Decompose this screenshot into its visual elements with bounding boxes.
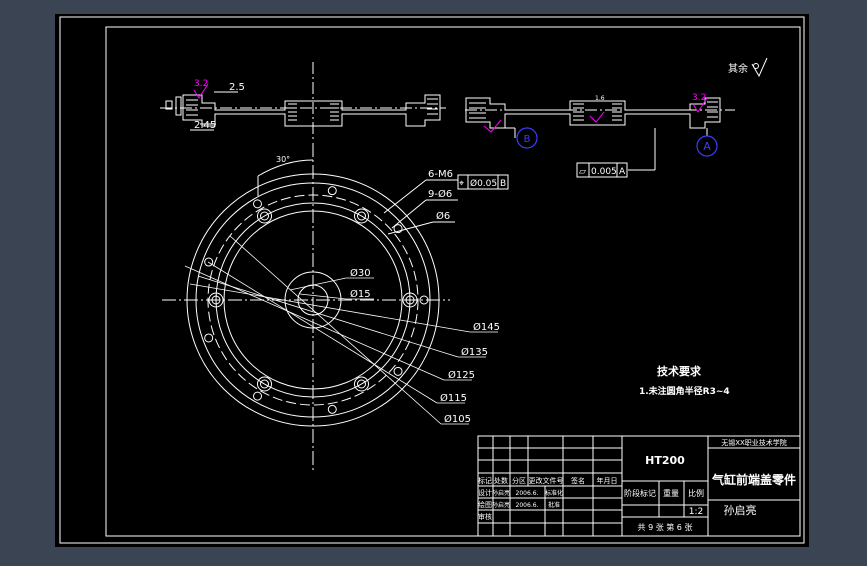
dimension-leader (189, 283, 471, 333)
tech-req-title: 技术要求 (657, 364, 702, 378)
school-name: 无锡XX职业技术学院 (721, 438, 787, 447)
outer-hole (253, 391, 262, 401)
outer-holes (204, 186, 429, 414)
row-check-date: 2006.6. (516, 502, 539, 509)
surface-finish-note: 其余 (728, 62, 748, 75)
hdr-doc: 更改文件号 (529, 476, 564, 485)
inner-hole-outer (208, 292, 224, 308)
datum-a-marker: A (696, 135, 718, 157)
svg-text:A: A (703, 140, 711, 153)
material: HT200 (645, 454, 685, 467)
inner-hole-outer (354, 376, 369, 392)
inner-hole-outer (257, 376, 272, 392)
roughness-symbol-icon (751, 57, 768, 78)
flatness-value: 0.005 (591, 167, 617, 177)
row-check-std: 批准 (548, 501, 560, 509)
section-view-right[interactable] (465, 97, 735, 171)
dimension-leader (289, 277, 347, 291)
dim-d135: Ø135 (461, 346, 488, 358)
roughness-small: 1.6 (595, 95, 605, 102)
inner-hole-inner (405, 295, 415, 305)
hdr-mark: 标记 (478, 476, 492, 485)
callout-underlines (383, 179, 458, 235)
outer-hole (327, 404, 337, 414)
inner-hole-inner (260, 211, 269, 221)
row-audit-role: 审核 (478, 512, 492, 521)
dimension-leader (207, 261, 438, 404)
angle-dimension (257, 159, 314, 196)
roughness-right: 3.2 (692, 93, 706, 103)
dim-d105: Ø105 (444, 413, 471, 425)
dimension-leader (299, 293, 347, 300)
outer-border (59, 16, 805, 544)
scale-value: 1:2 (689, 507, 703, 517)
outer-hole (419, 295, 429, 305)
flatness-control-frame (576, 162, 628, 178)
sheet-count: 共 9 张 第 6 张 (638, 522, 693, 532)
inner-hole-inner (211, 295, 221, 305)
title-block (477, 435, 801, 537)
row-design-role: 设计 (478, 488, 492, 497)
drawer-name: 孙启亮 (724, 503, 757, 517)
flatness-datum: A (619, 167, 626, 177)
row-check-role: 绘图 (478, 500, 492, 509)
roughness-mark-right-icon (483, 97, 708, 133)
hdr-count: 处数 (494, 476, 508, 485)
roughness-mark-left-icon (193, 83, 209, 99)
section-view-left[interactable] (160, 62, 446, 140)
outer-hole (204, 333, 214, 343)
plan-view[interactable] (162, 143, 450, 470)
dim-2-5: 2.5 (229, 82, 245, 93)
dim-d30: Ø30 (350, 267, 371, 279)
inner-hole-inner (357, 379, 366, 389)
roughness-left: 3.2 (194, 79, 208, 89)
dim-d115: Ø115 (440, 392, 467, 404)
hdr-date: 年月日 (597, 476, 618, 485)
row-design-date: 2006.6. (516, 490, 539, 497)
svg-text:B: B (524, 134, 531, 145)
hdr-zone: 分区 (512, 476, 526, 485)
position-control-frame (457, 174, 509, 190)
inner-hole-outer (354, 208, 369, 224)
row-design-std: 标准化 (545, 489, 563, 497)
inner-holes (208, 208, 418, 392)
weight-label: 重量 (663, 488, 679, 498)
tech-req-item-1: 1.未注圆角半径R3~4 (639, 385, 730, 397)
dim-angle: 30° (276, 155, 290, 164)
position-value: Ø0.05 (470, 178, 497, 189)
scale-label: 比例 (688, 488, 704, 498)
outer-hole (253, 199, 262, 209)
outer-hole (204, 257, 214, 267)
hdr-sign: 签名 (571, 476, 585, 485)
dimension-leader (184, 265, 445, 381)
flatness-symbol: ▱ (579, 167, 586, 177)
dim-d6: Ø6 (436, 210, 450, 222)
position-datum: B (500, 179, 506, 189)
dim-2-45: 2.45 (194, 120, 216, 131)
part-name: 气缸前端盖零件 (711, 472, 796, 487)
datum-b-marker: B (516, 127, 538, 149)
outer-hole (393, 224, 403, 234)
position-symbol: ⌖ (459, 179, 464, 189)
row-design-name: 孙启亮 (492, 489, 510, 497)
dimension-leader (197, 275, 459, 358)
inner-hole-inner (260, 379, 269, 389)
dim-d125: Ø125 (448, 369, 475, 381)
stage-label: 阶段标记 (624, 488, 656, 498)
inner-hole-inner (357, 211, 366, 221)
inner-hole-outer (402, 292, 418, 308)
outer-hole (393, 366, 403, 376)
dim-6-m6: 6-M6 (428, 169, 453, 180)
inner-border (105, 26, 801, 537)
row-check-name: 孙启亮 (492, 501, 510, 509)
dim-d145: Ø145 (473, 321, 500, 333)
outer-hole (327, 186, 337, 196)
dim-9-d6: 9-Ø6 (428, 188, 452, 200)
dimension-leader (229, 235, 442, 425)
dimension-leaders (184, 235, 498, 425)
inner-hole-outer (257, 208, 272, 224)
dim-d15: Ø15 (350, 288, 371, 300)
